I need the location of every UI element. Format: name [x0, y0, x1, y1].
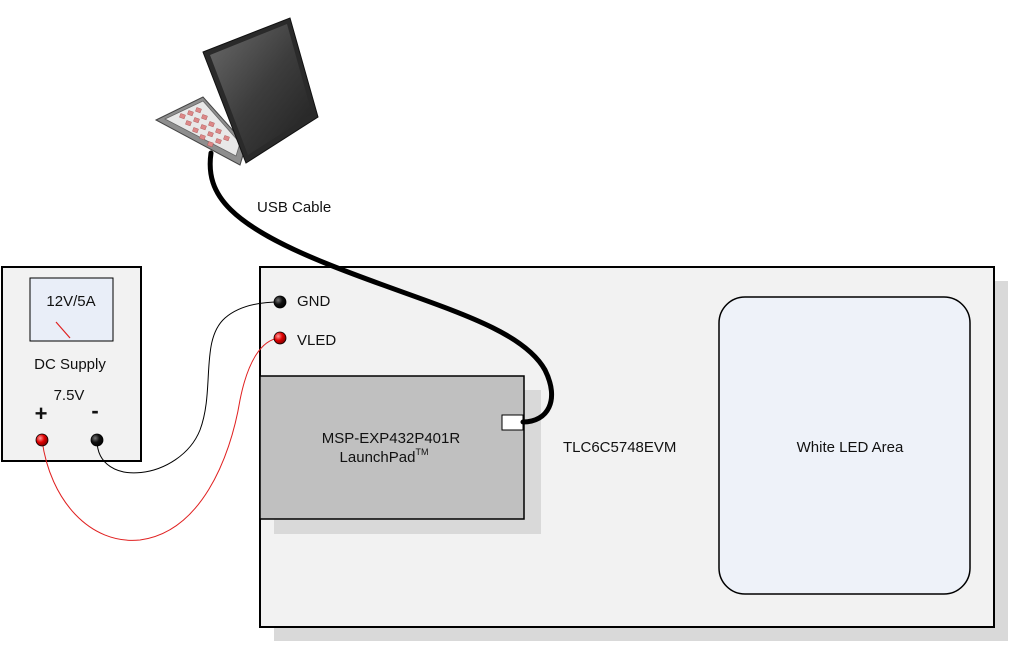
supply-meter-label: 12V/5A: [46, 293, 95, 310]
supply-minus-terminal: [90, 433, 104, 447]
supply-plus-terminal: [35, 433, 49, 447]
white-led-area-label: White LED Area: [797, 439, 904, 456]
white-led-area: White LED Area: [718, 296, 971, 595]
launchpad-board: MSP-EXP432P401R LaunchPadTM: [259, 375, 541, 534]
minus-label: -: [91, 398, 98, 423]
launchpad-body: [259, 375, 525, 520]
dc-supply: 12V/5A DC Supply 7.5V + -: [1, 266, 142, 462]
supply-title: DC Supply: [34, 356, 106, 373]
launchpad-subtitle: LaunchPadTM: [340, 447, 429, 466]
evm-name: TLC6C5748EVM: [563, 439, 676, 456]
vled-terminal: [273, 331, 287, 345]
supply-meter: [29, 277, 114, 342]
gnd-terminal: [273, 295, 287, 309]
usb-connector: [501, 414, 524, 431]
launchpad-trademark: TM: [415, 447, 428, 457]
laptop-icon: [154, 17, 319, 166]
usb-cable-label: USB Cable: [257, 199, 331, 216]
laptop-keys: [179, 107, 230, 148]
plus-label: +: [35, 401, 48, 426]
gnd-wire: [96, 301, 281, 474]
laptop-screen: [210, 24, 312, 155]
meter-needle: [55, 321, 71, 339]
launchpad-title: MSP-EXP432P401R: [322, 430, 461, 447]
white-led-area-box: [718, 296, 971, 595]
supply-voltage: 7.5V: [54, 387, 85, 404]
vled-label: VLED: [297, 332, 336, 349]
usb-cable: [207, 150, 555, 425]
gnd-label: GND: [297, 293, 331, 310]
vled-wire: [41, 337, 280, 541]
launchpad-name: LaunchPad: [340, 449, 416, 466]
